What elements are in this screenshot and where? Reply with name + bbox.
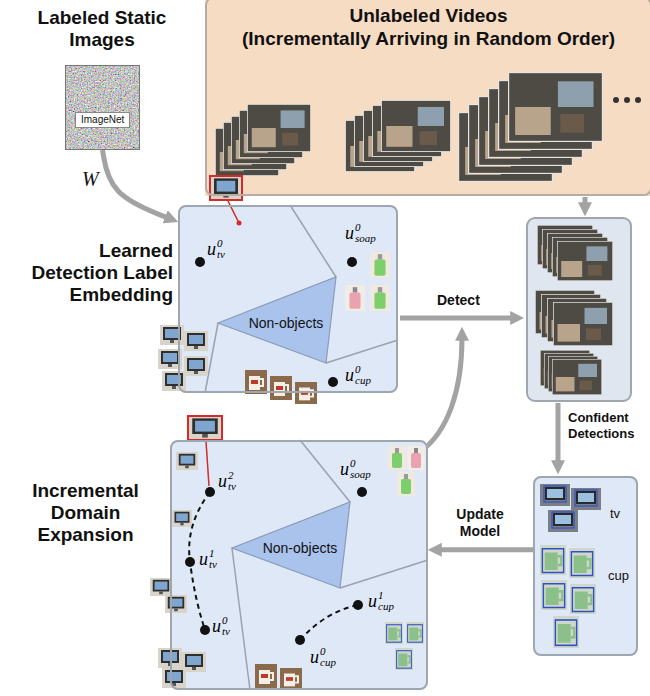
center-symbol: u0soap (345, 222, 376, 244)
weight-label: W (82, 168, 99, 190)
center-symbol: u0cup (310, 646, 336, 668)
triangle-outline (218, 277, 336, 363)
symbol-letter: u (207, 240, 216, 258)
panel-subtitle: (Incrementally Arriving in Random Order) (207, 28, 650, 50)
center-symbol: u1tv (199, 548, 217, 570)
expansion-illustration (150, 416, 428, 690)
flow-arrows (400, 197, 585, 463)
flow-arrow (439, 547, 533, 552)
noise-image (65, 65, 140, 150)
index-stack: 1tv (209, 548, 217, 570)
symbol-letter: u (345, 366, 354, 384)
detection-panel: tv cup (533, 476, 638, 656)
panel-title: Unlabeled Videos (207, 5, 650, 27)
region-label: Non-objects (260, 540, 340, 556)
superscript: 0 (320, 646, 336, 657)
symbol-letter: u (368, 592, 377, 610)
center-symbol: u2tv (218, 470, 236, 492)
frames-panel (527, 218, 631, 401)
index-stack: 0cup (355, 364, 371, 386)
superscript: 0 (355, 222, 376, 233)
subscript: cup (355, 375, 371, 386)
index-stack: 0soap (355, 222, 376, 244)
flow-arrow (103, 150, 168, 218)
step-label: Detect (437, 292, 480, 309)
subscript: soap (350, 469, 371, 480)
detections-illustration (533, 476, 638, 656)
class-label: cup (608, 568, 629, 583)
center-symbol: u0cup (345, 364, 371, 386)
dataset-name: ImageNet (81, 114, 124, 125)
non-object-region: Non-objects (232, 500, 352, 590)
center-symbol: u0tv (212, 615, 230, 637)
embedding-illustration (158, 176, 398, 404)
symbol-letter: u (199, 550, 208, 568)
index-stack: 0cup (320, 646, 336, 668)
panel-heading: Learned Detection Label Embedding (8, 240, 173, 306)
triangle-outline (232, 502, 350, 588)
dataset-tag: ImageNet (75, 112, 130, 128)
edge-label: Update Model (449, 506, 511, 540)
index-stack: 0tv (217, 238, 225, 260)
superscript: 1 (209, 548, 217, 559)
image-box: Labeled Static ImagesImageNet (65, 65, 140, 150)
center-symbol: u0soap (340, 458, 371, 480)
center-symbol: u1cup (368, 590, 394, 612)
symbol-letter: u (345, 224, 354, 242)
subscript: tv (217, 249, 225, 260)
superscript: 1 (378, 590, 394, 601)
index-stack: 0tv (222, 615, 230, 637)
subscript: soap (355, 233, 376, 244)
image-heading: Labeled Static Images (27, 7, 177, 51)
symbol-letter: u (212, 617, 221, 635)
superscript: 2 (228, 470, 236, 481)
superscript: 0 (217, 238, 225, 249)
video-panel: Unlabeled Videos(Incrementally Arriving … (205, 0, 650, 196)
superscript: 0 (355, 364, 371, 375)
subscript: cup (320, 657, 336, 668)
index-stack: 0soap (350, 458, 371, 480)
subscript: tv (228, 481, 236, 492)
video-frames (205, 0, 650, 196)
non-object-region: Non-objects (218, 275, 338, 365)
symbol-letter: u (310, 648, 319, 666)
class-label: tv (610, 506, 620, 521)
index-stack: 1cup (378, 590, 394, 612)
panel-heading: Incremental Domain Expansion (8, 480, 163, 546)
center-symbol: u0tv (207, 238, 225, 260)
expansion-panel: Incremental Domain ExpansionNon-objects (170, 440, 428, 690)
index-stack: 2tv (228, 470, 236, 492)
subscript: cup (378, 601, 394, 612)
region-label: Non-objects (246, 315, 326, 331)
symbol-letter: u (340, 460, 349, 478)
superscript: 0 (350, 458, 371, 469)
subscript: tv (209, 559, 217, 570)
step-label: Confident Detections (568, 410, 648, 442)
symbol-letter: u (218, 472, 227, 490)
subscript: tv (222, 626, 230, 637)
superscript: 0 (222, 615, 230, 626)
